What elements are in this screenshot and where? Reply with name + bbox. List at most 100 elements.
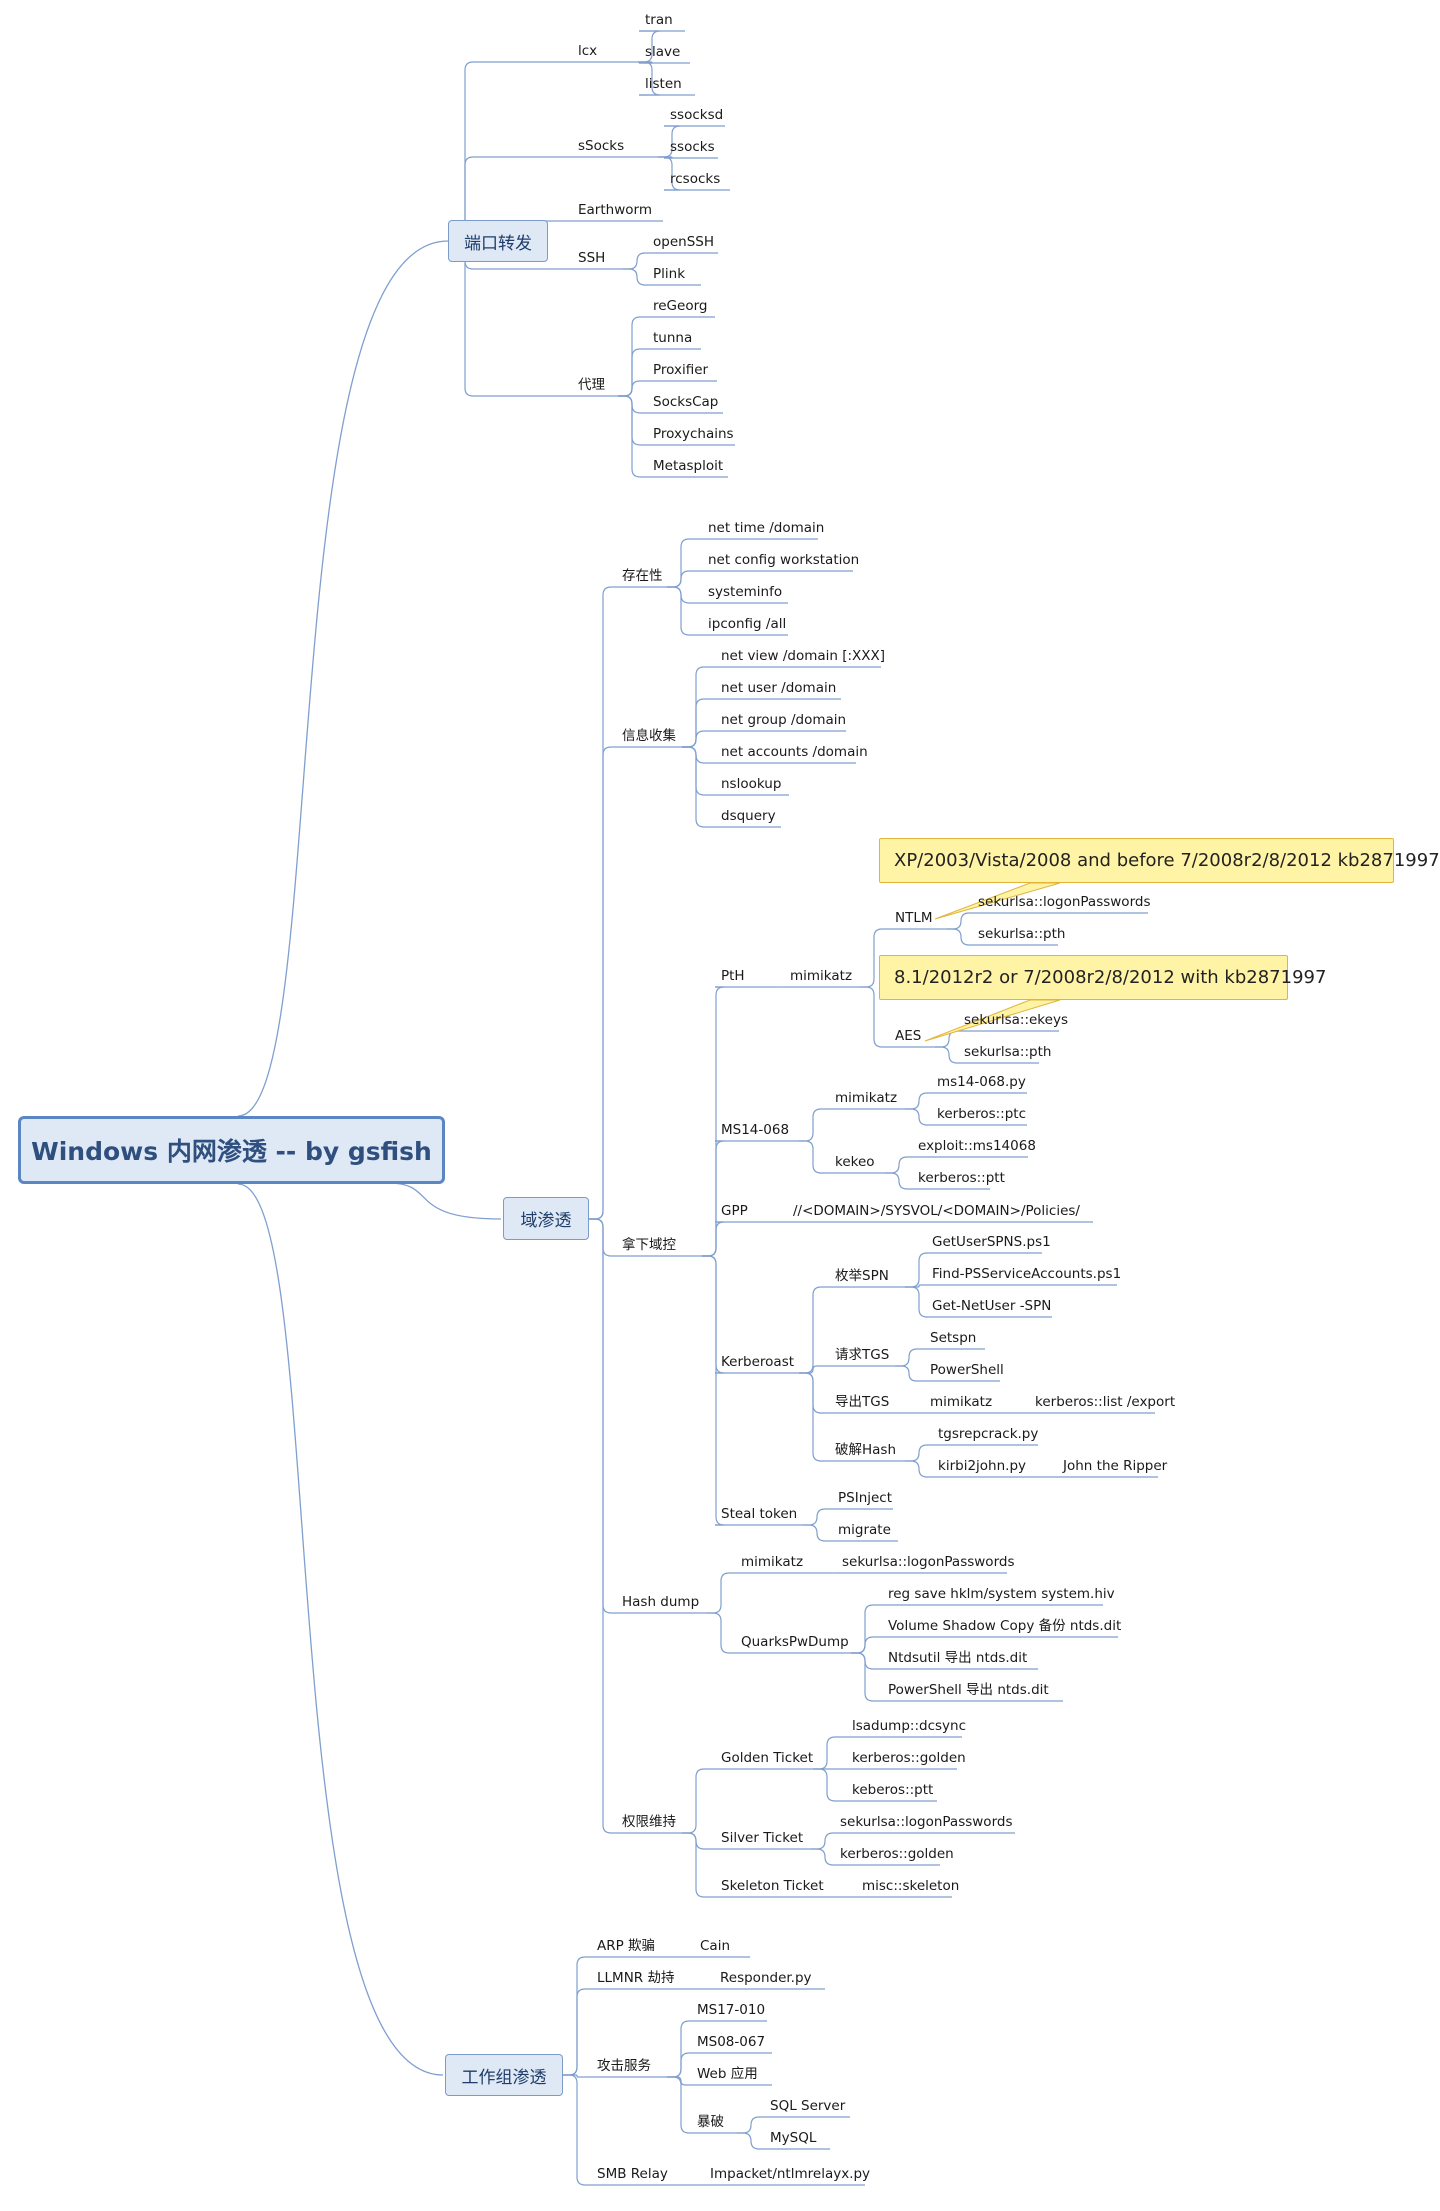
node-label-70-quarkspwdump: QuarksPwDump <box>741 1634 849 1650</box>
node-label-30-dsquery: dsquery <box>721 808 776 824</box>
node-label-20-net-time-domain: net time /domain <box>708 520 825 536</box>
node-label-26-net-user-domain: net user /domain <box>721 680 837 696</box>
node-label-71-reg-save-hklm-system-system-hiv: reg save hklm/system system.hiv <box>888 1586 1115 1602</box>
node-label-3-listen: listen <box>645 76 682 92</box>
node-label-25-net-view-domain-xxx: net view /domain [:XXX] <box>721 648 886 664</box>
node-label-16-sockscap: SocksCap <box>653 394 719 410</box>
node-label-32-pth: PtH <box>721 968 745 984</box>
node-label-33-mimikatz: mimikatz <box>790 968 853 984</box>
node-label-27-net-group-domain: net group /domain <box>721 712 847 728</box>
node-label-94-sql-server: SQL Server <box>770 2098 846 2114</box>
node-label-50-spn: 枚举SPN <box>835 1268 889 1284</box>
node-label-56-powershell: PowerShell <box>930 1362 1004 1378</box>
node-label-69-sekurlsa-logonpasswords: sekurlsa::logonPasswords <box>842 1554 1015 1570</box>
node-label-35-sekurlsa-logonpasswords: sekurlsa::logonPasswords <box>978 894 1151 910</box>
node-label-68-mimikatz: mimikatz <box>741 1554 804 1570</box>
node-label-17-proxychains: Proxychains <box>653 426 734 442</box>
node-label-42-ms14-068-py: ms14-068.py <box>937 1074 1026 1090</box>
node-label-55-setspn: Setspn <box>930 1330 977 1346</box>
node-label-97-impacket-ntlmrelayx-py: Impacket/ntlmrelayx.py <box>710 2166 871 2182</box>
branch-port-forward[interactable]: 端口转发 <box>448 220 548 262</box>
node-label-48-domain-sysvol-domain-policies: //<DOMAIN>/SYSVOL/<DOMAIN>/Policies/ <box>793 1203 1080 1219</box>
branch-domain-penetration[interactable]: 域渗透 <box>503 1197 589 1240</box>
node-label-23-ipconfig-all: ipconfig /all <box>708 616 787 632</box>
node-label-64-steal-token: Steal token <box>721 1506 798 1522</box>
node-label-1-tran: tran <box>645 12 673 28</box>
node-label-31-cn: 拿下域控 <box>622 1237 676 1253</box>
node-label-59-kerberos-list-export: kerberos::list /export <box>1035 1394 1176 1410</box>
node-label-38-sekurlsa-ekeys: sekurlsa::ekeys <box>964 1012 1068 1028</box>
branch-workgroup-penetration[interactable]: 工作组渗透 <box>445 2054 563 2096</box>
node-label-8-earthworm: Earthworm <box>578 202 652 218</box>
node-label-80-silver-ticket: Silver Ticket <box>721 1830 804 1846</box>
node-label-91-ms08-067: MS08-067 <box>697 2034 766 2050</box>
node-label-47-gpp: GPP <box>721 1203 748 1219</box>
node-label-75-cn: 权限维持 <box>622 1814 676 1830</box>
node-label-61-tgsrepcrack-py: tgsrepcrack.py <box>938 1426 1039 1442</box>
node-label-40-ms14-068: MS14-068 <box>721 1122 790 1138</box>
node-label-84-misc-skeleton: misc::skeleton <box>862 1878 960 1894</box>
node-label-14-tunna: tunna <box>653 330 693 346</box>
node-label-63-john-the-ripper: John the Ripper <box>1063 1458 1168 1474</box>
node-label-11-plink: Plink <box>653 266 686 282</box>
note-callout-1: XP/2003/Vista/2008 and before 7/2008r2/8… <box>879 838 1440 883</box>
node-label-13-regeorg: reGeorg <box>653 298 708 314</box>
node-label-28-net-accounts-domain: net accounts /domain <box>721 744 868 760</box>
node-label-72-volume-shadow-copy-ntds-dit: Volume Shadow Copy 备份 ntds.dit <box>888 1618 1122 1634</box>
node-label-15-proxifier: Proxifier <box>653 362 709 378</box>
node-label-81-sekurlsa-logonpasswords: sekurlsa::logonPasswords <box>840 1814 1013 1830</box>
node-label-19-cn: 存在性 <box>622 568 663 584</box>
node-label-24-cn: 信息收集 <box>622 728 676 744</box>
node-label-76-golden-ticket: Golden Ticket <box>721 1750 814 1766</box>
node-label-65-psinject: PSInject <box>838 1490 893 1506</box>
node-label-93-cn: 暴破 <box>697 2114 724 2130</box>
node-label-10-openssh: openSSH <box>653 234 714 250</box>
node-label-67-hash-dump: Hash dump <box>622 1594 700 1610</box>
node-label-92-web: Web 应用 <box>697 2066 758 2082</box>
node-label-53-get-netuser-spn: Get-NetUser -SPN <box>932 1298 1052 1314</box>
root-node[interactable]: Windows 内网渗透 -- by gsfish <box>18 1116 445 1184</box>
node-label-79-keberos-ptt: keberos::ptt <box>852 1782 934 1798</box>
node-label-88-responder-py: Responder.py <box>720 1970 812 1986</box>
node-label-54-tgs: 请求TGS <box>835 1347 890 1363</box>
node-label-57-tgs: 导出TGS <box>835 1394 890 1410</box>
node-label-82-kerberos-golden: kerberos::golden <box>840 1846 954 1862</box>
node-label-21-net-config-workstation: net config workstation <box>708 552 860 568</box>
node-label-46-kerberos-ptt: kerberos::ptt <box>918 1170 1005 1186</box>
node-label-58-mimikatz: mimikatz <box>930 1394 993 1410</box>
node-label-39-sekurlsa-pth: sekurlsa::pth <box>964 1044 1052 1060</box>
node-label-34-ntlm: NTLM <box>895 910 933 926</box>
node-label-41-mimikatz: mimikatz <box>835 1090 898 1106</box>
node-label-22-systeminfo: systeminfo <box>708 584 783 600</box>
node-label-2-slave: slave <box>645 44 681 60</box>
node-label-74-powershell-ntds-dit: PowerShell 导出 ntds.dit <box>888 1682 1049 1698</box>
node-label-83-skeleton-ticket: Skeleton Ticket <box>721 1878 824 1894</box>
node-label-0-lcx: lcx <box>578 43 598 59</box>
node-label-86-cain: Cain <box>700 1938 731 1954</box>
node-label-66-migrate: migrate <box>838 1522 891 1538</box>
node-label-43-kerberos-ptc: kerberos::ptc <box>937 1106 1026 1122</box>
node-label-44-kekeo: kekeo <box>835 1154 875 1170</box>
node-label-52-find-psserviceaccounts-ps1: Find-PSServiceAccounts.ps1 <box>932 1266 1122 1282</box>
node-label-77-lsadump-dcsync: lsadump::dcsync <box>852 1718 966 1734</box>
node-label-4-ssocks: sSocks <box>578 138 625 154</box>
node-label-87-llmnr: LLMNR 劫持 <box>597 1970 675 1986</box>
node-label-5-ssocksd: ssocksd <box>670 107 724 123</box>
node-label-29-nslookup: nslookup <box>721 776 782 792</box>
node-label-89-cn: 攻击服务 <box>597 2058 651 2074</box>
node-label-6-ssocks: ssocks <box>670 139 715 155</box>
node-label-96-smb-relay: SMB Relay <box>597 2166 668 2182</box>
node-label-51-getuserspns-ps1: GetUserSPNS.ps1 <box>932 1234 1051 1250</box>
node-label-60-hash: 破解Hash <box>835 1442 897 1458</box>
node-label-73-ntdsutil-ntds-dit: Ntdsutil 导出 ntds.dit <box>888 1650 1028 1666</box>
node-label-78-kerberos-golden: kerberos::golden <box>852 1750 966 1766</box>
node-label-45-exploit-ms14068: exploit::ms14068 <box>918 1138 1036 1154</box>
node-label-37-aes: AES <box>895 1028 922 1044</box>
node-label-9-ssh: SSH <box>578 250 606 266</box>
node-label-62-kirbi2john-py: kirbi2john.py <box>938 1458 1027 1474</box>
note-callout-2: 8.1/2012r2 or 7/2008r2/8/2012 with kb287… <box>879 955 1326 1000</box>
node-label-95-mysql: MySQL <box>770 2130 817 2146</box>
node-label-18-metasploit: Metasploit <box>653 458 724 474</box>
